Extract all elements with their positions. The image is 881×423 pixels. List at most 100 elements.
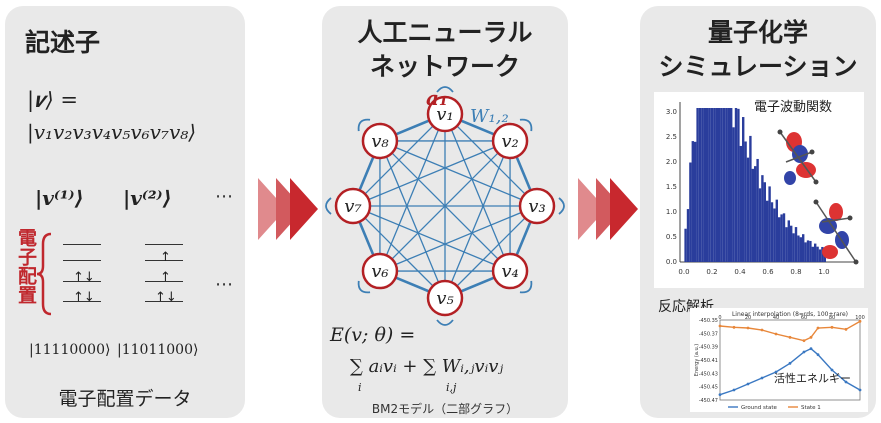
reaction-legend-label: State 1 [801,405,821,411]
electron-config-side-label: 電子配置 [15,228,37,304]
histogram-bar [770,202,774,262]
reaction-x-tick: 20 [745,315,751,321]
histogram-bar [715,108,718,262]
qc-title-line1: 量子化学 [707,18,808,47]
histogram-bar [806,240,810,262]
reaction-point [760,328,764,332]
reaction-point [774,370,778,374]
reaction-point [802,339,806,343]
descriptor-panel: 記述子 |𝒗⟩ = |v₁v₂v₃v₄v₅v₆v₇v₈⟩ |𝒗⁽¹⁾⟩ |𝒗⁽²… [5,6,245,418]
network-edge [444,140,511,299]
histogram-bar [694,141,697,262]
molecule-orbital-icon [777,129,859,265]
ket-v-line1: |𝒗⟩ = [27,88,78,112]
histogram-bar [821,246,824,262]
reaction-point [802,350,806,354]
histogram-bar [802,234,805,262]
network-node-label: v₄ [501,261,518,282]
hist-y-tick: 3.0 [666,108,677,116]
network-node-label: v₂ [501,131,518,152]
reaction-x-tick: 100 [855,315,865,321]
histogram-bar [720,108,723,262]
histogram-bar [706,108,709,262]
histogram-bar [818,249,822,262]
network-edge [379,140,511,272]
histogram-bar [691,141,694,262]
hist-x-tick: 0.4 [734,268,746,276]
network-node [518,187,556,225]
ellipsis-mid: ⋯ [215,274,233,295]
hist-x-tick: 0.2 [706,268,717,276]
energy-eq-line1: E(v; θ) = [330,324,416,346]
reaction-energy-chart: Linear interpolation (8=rds, 100+rare)-4… [694,311,865,411]
reaction-x-tick: 40 [773,315,779,321]
histogram-bar [804,242,807,262]
network-edge [352,140,511,207]
histogram-bar [703,108,706,262]
nn-title-line2: ネットワーク [369,52,520,81]
histogram-bar [782,213,786,262]
energy-eq-line2: ∑ aᵢvᵢ + ∑ Wᵢ,ⱼvᵢvⱼ [350,356,504,377]
network-node-label: v₈ [371,131,389,152]
reaction-point [844,327,848,331]
self-loop-arrow-icon [357,118,371,132]
reaction-point [746,382,750,386]
histogram-bar [686,209,690,262]
hist-x-tick: 0.8 [790,268,801,276]
histogram-bar [811,246,814,262]
network-node [334,187,372,225]
reaction-point [830,368,834,372]
reaction-point [816,326,820,330]
histogram-bar [725,108,728,262]
network-node-label: v₆ [371,261,388,282]
histogram-bar [790,225,793,262]
self-loop-arrow-icon [519,118,533,132]
histogram-bar [778,217,781,262]
histogram-bar [766,200,769,262]
hist-x-tick: 0.0 [678,268,689,276]
histogram-bar [754,166,757,262]
reaction-y-tick: -450.35 [699,318,718,324]
histogram-bar [816,246,819,262]
network-node [426,95,464,133]
network-node [491,252,529,290]
histogram-bar [751,168,754,262]
reaction-y-tick: -450.39 [699,345,718,351]
wavefunction-label: 電子波動関数 [754,100,833,115]
w12-label: W₁,₂ [470,106,509,127]
histogram-bar [744,141,747,262]
reaction-chart: Linear interpolation (8=rds, 100+rare)-4… [690,308,868,412]
histogram-bar [710,108,714,262]
hist-y-tick: 0.5 [666,233,677,241]
reaction-y-tick: -450.47 [699,398,718,404]
histogram-bar [763,182,766,262]
reaction-point [718,393,722,397]
hist-y-tick: 1.5 [666,183,677,191]
self-loop-arrow-icon [558,197,565,215]
network-edge [352,205,446,299]
reaction-point [732,388,736,392]
reaction-point [732,325,736,329]
ket-v-line2: |v₁v₂v₃v₄v₅v₆v₇v₈⟩ [27,120,197,144]
network-node-label: v₁ [436,104,453,125]
ket-v1: |𝒗⁽¹⁾⟩ [35,186,84,210]
reaction-y-tick: -450.41 [699,358,718,364]
reaction-point [788,361,792,365]
network-node [361,122,399,160]
nn-caption: BM2モデル（二部グラフ） [371,402,519,416]
histogram-bar [718,108,721,262]
histogram-bar [768,186,771,262]
activation-energy-label: 活性エネルギー [774,372,851,385]
network-node-label: v₅ [436,288,453,309]
self-loop-arrow-icon [436,86,454,93]
reaction-point [816,353,820,357]
hist-y-tick: 1.0 [666,208,677,216]
reaction-y-tick: -450.45 [699,385,718,391]
network-edge [444,113,511,272]
qc-title-line2: シミュレーション [658,52,858,81]
histogram-bar [775,199,778,262]
hist-y-tick: 2.5 [666,133,677,141]
histogram-bar [722,108,726,262]
